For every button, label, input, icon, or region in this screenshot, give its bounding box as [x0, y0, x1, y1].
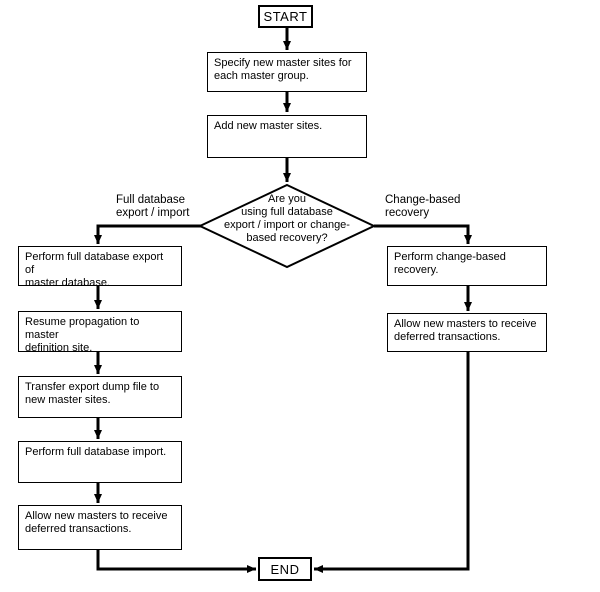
arrow-decision-to-recovery [374, 224, 472, 244]
process-allow-deferred-right: Allow new masters to receive deferred tr… [387, 313, 547, 352]
process-label: Specify new master sites for each master… [214, 57, 352, 82]
end-label: END [270, 561, 300, 577]
process-full-database-export: Perform full database export of master d… [18, 246, 182, 289]
process-label: Add new master sites. [214, 120, 323, 132]
process-full-database-import: Perform full database import. [18, 441, 182, 483]
process-label: Allow new masters to receive deferred tr… [394, 318, 537, 343]
process-label: Transfer export dump file to new master … [25, 381, 160, 406]
process-label: Allow new masters to receive deferred tr… [25, 510, 168, 535]
start-label: START [263, 9, 308, 24]
process-label: Perform full database import. [25, 446, 167, 458]
process-change-based-recovery: Perform change-based recovery. [387, 246, 547, 286]
process-label: Perform full database export of master d… [25, 251, 164, 289]
process-resume-propagation: Resume propagation to master definition … [18, 311, 182, 354]
end-node: END [258, 557, 312, 581]
process-specify-master-sites: Specify new master sites for each master… [207, 52, 367, 92]
process-label: Perform change-based recovery. [394, 251, 506, 276]
decision-question-label: Are you using full database export / imp… [224, 193, 350, 244]
start-node: START [258, 5, 313, 28]
arrow-allow-right-to-end [314, 352, 470, 573]
process-allow-deferred-left: Allow new masters to receive deferred tr… [18, 505, 182, 550]
process-add-master-sites: Add new master sites. [207, 115, 367, 158]
process-label: Resume propagation to master definition … [25, 316, 140, 354]
arrow-allow-left-to-end [96, 550, 256, 573]
arrow-decision-to-export [94, 224, 201, 244]
decision-diamond [197, 183, 377, 269]
branch-label-full-export: Full database export / import [116, 194, 190, 219]
process-transfer-export-dump: Transfer export dump file to new master … [18, 376, 182, 418]
branch-label-change-based: Change-based recovery [385, 194, 461, 219]
